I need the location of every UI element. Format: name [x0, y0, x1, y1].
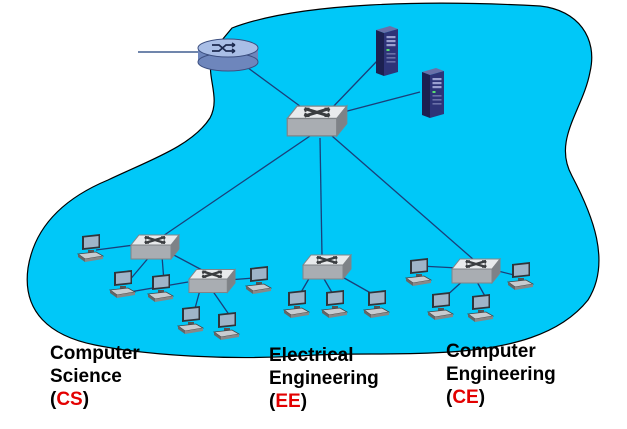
department-label-cs: Computer Science (CS)	[50, 342, 140, 411]
department-label-line: Computer	[446, 341, 536, 362]
server-icon	[376, 26, 398, 76]
server-icon	[422, 68, 444, 118]
department-label-line: Computer	[50, 343, 140, 364]
switch-icon	[302, 254, 352, 280]
department-abbr-line: (CE)	[446, 387, 486, 408]
department-label-line: Engineering	[269, 368, 379, 389]
switch-icon	[188, 268, 236, 294]
switch-icon	[450, 258, 502, 284]
switch-icon	[130, 234, 180, 260]
router-icon	[197, 38, 259, 72]
department-label-line: Science	[50, 366, 122, 387]
department-abbr: CS	[56, 389, 83, 410]
department-label-line: Engineering	[446, 364, 556, 385]
department-abbr-line: (CS)	[50, 389, 90, 410]
department-label-ee: Electrical Engineering (EE)	[269, 344, 379, 413]
department-abbr: EE	[275, 391, 301, 412]
department-abbr-line: (EE)	[269, 391, 308, 412]
department-label-line: Electrical	[269, 345, 354, 366]
switch-icon	[286, 104, 348, 138]
department-abbr: CE	[452, 387, 479, 408]
department-label-ce: Computer Engineering (CE)	[446, 340, 556, 409]
network-cloud	[26, 2, 600, 359]
